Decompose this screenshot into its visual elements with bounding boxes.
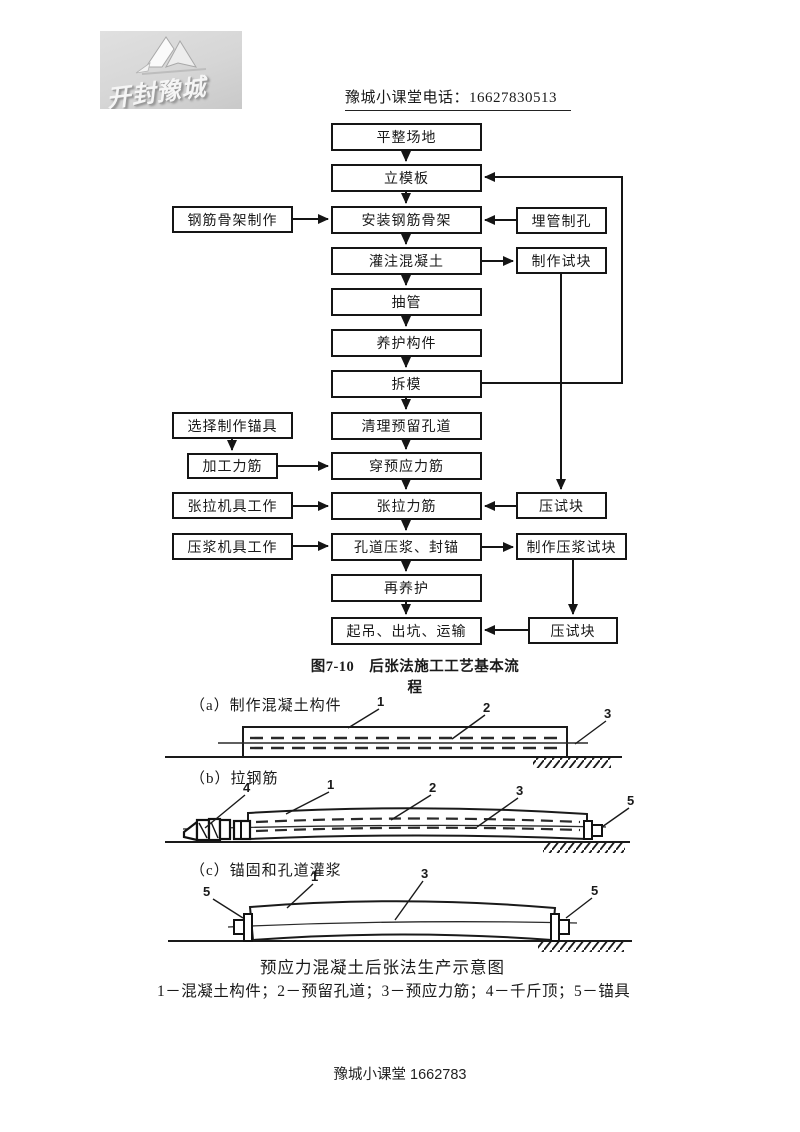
flow-node-press-block-2: 压试块 xyxy=(528,617,618,644)
flow-node-tension-tendon: 张拉力筋 xyxy=(331,492,482,520)
callout-c-3: 3 xyxy=(421,866,429,881)
flow-node-cure-component: 养护构件 xyxy=(331,329,482,357)
flow-node-embed-tube: 埋管制孔 xyxy=(516,207,607,234)
diagram-b-drawing xyxy=(165,791,630,853)
flow-node-erect-formwork: 立模板 xyxy=(331,164,482,192)
flow-node-press-block-1: 压试块 xyxy=(516,492,607,519)
flow-node-pull-tube: 抽管 xyxy=(331,288,482,316)
callout-a-3: 3 xyxy=(604,706,612,721)
callout-b-2: 2 xyxy=(429,780,437,795)
callout-b-1: 1 xyxy=(327,777,335,792)
flow-node-clean-duct: 清理预留孔道 xyxy=(331,412,482,440)
callout-b-3: 3 xyxy=(516,783,524,798)
flow-node-make-grout-block: 制作压浆试块 xyxy=(516,533,627,560)
flow-node-thread-tendon: 穿预应力筋 xyxy=(331,452,482,480)
flow-node-grout-equipment: 压浆机具工作 xyxy=(172,533,293,560)
logo-mountain-icon xyxy=(135,36,207,75)
logo-watermark: 开封豫城 xyxy=(100,31,242,109)
diagram-c-drawing xyxy=(168,880,632,952)
callout-c-5-left: 5 xyxy=(203,884,211,899)
diagram-a-label: （a）制作混凝土构件 xyxy=(190,698,342,714)
flow-node-level-site: 平整场地 xyxy=(331,123,482,151)
flow-node-pour-concrete: 灌注混凝土 xyxy=(331,247,482,275)
diagram-b-label: （b）拉钢筋 xyxy=(190,771,279,787)
diagram-c-label: （c）锚固和孔道灌浆 xyxy=(190,863,342,879)
callout-a-2: 2 xyxy=(483,700,491,715)
flow-node-select-anchor: 选择制作锚具 xyxy=(172,412,293,439)
flow-node-grout-seal: 孔道压浆、封锚 xyxy=(331,533,482,561)
flow-node-process-tendon: 加工力筋 xyxy=(187,453,278,479)
callout-c-5-right: 5 xyxy=(591,883,599,898)
footer-text: 豫城小课堂 1662783 xyxy=(333,1067,467,1083)
callout-a-1: 1 xyxy=(377,694,385,709)
flowchart-arrows xyxy=(227,151,623,635)
callout-b-5: 5 xyxy=(627,793,635,808)
flow-node-make-test-block: 制作试块 xyxy=(516,247,607,274)
header-phone: 豫城小课堂电话：16627830513 xyxy=(345,86,572,111)
diagram-legend: 1－混凝土构件；2－预留孔道；3－预应力筋；4－千斤顶；5－锚具 xyxy=(157,983,631,1000)
flowchart-caption: 图7-10 后张法施工工艺基本流程 xyxy=(310,659,520,696)
diagram-drawings xyxy=(165,708,632,952)
callout-c-1: 1 xyxy=(311,869,319,884)
flow-node-recure: 再养护 xyxy=(331,574,482,602)
flow-node-tension-equipment: 张拉机具工作 xyxy=(172,492,293,519)
flow-node-lift-transport: 起吊、出坑、运输 xyxy=(331,617,482,645)
flow-node-install-rebar: 安装钢筋骨架 xyxy=(331,206,482,234)
flow-node-rebar-fabrication: 钢筋骨架制作 xyxy=(172,206,293,233)
callout-b-4: 4 xyxy=(243,780,251,795)
diagram-a-drawing xyxy=(165,708,622,768)
flow-node-remove-formwork: 拆模 xyxy=(331,370,482,398)
diagram-caption: 预应力混凝土后张法生产示意图 xyxy=(260,958,505,977)
